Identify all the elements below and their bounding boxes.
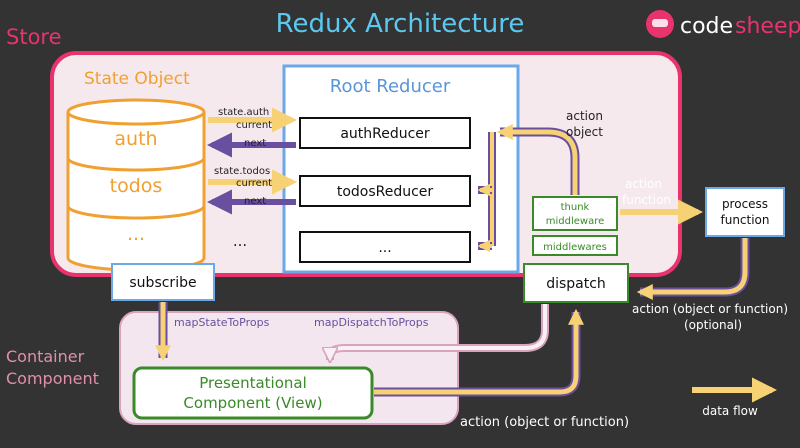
state-auth-label: state.auth xyxy=(218,107,269,118)
middlewares-box xyxy=(532,235,618,256)
next-auth-label: next xyxy=(244,138,266,149)
db-segment-more: ... xyxy=(127,223,145,245)
action-object-label-2: object xyxy=(566,125,603,139)
db-segment-todos: todos xyxy=(110,175,163,197)
next-todos-label: next xyxy=(244,196,266,207)
more-reducers-label: ... xyxy=(378,240,391,256)
brand-logo: code sheep xyxy=(646,10,800,39)
auth-reducer-box xyxy=(299,117,471,149)
subscribe-box xyxy=(111,263,215,301)
db-segment-auth: auth xyxy=(114,128,157,150)
action-object-label-1: action xyxy=(566,109,603,123)
current-auth-label: current xyxy=(236,120,272,131)
thunk-middleware-box xyxy=(532,196,618,231)
dispatch-box xyxy=(523,263,629,303)
state-object-label: State Object xyxy=(84,69,190,89)
process-label-1: process xyxy=(722,197,768,211)
view-label-1: Presentational xyxy=(199,374,307,392)
legend-label: data flow xyxy=(702,404,758,418)
thunk-label-1: thunk xyxy=(561,202,590,213)
brand-name-sheep: sheep xyxy=(735,14,800,39)
store-label: Store xyxy=(6,25,62,49)
action-optional-label-1: action (object or function) xyxy=(632,302,788,316)
map-dispatch-label: mapDispatchToProps xyxy=(314,316,429,329)
auth-reducer-label: authReducer xyxy=(340,126,430,142)
dispatch-label: dispatch xyxy=(546,276,606,292)
action-object-arrow xyxy=(477,123,580,253)
presentational-component-box xyxy=(132,366,374,420)
view-label-2: Component (View) xyxy=(183,394,322,412)
state-todos-label: state.todos xyxy=(214,166,270,177)
more-state-ellipsis: ... xyxy=(233,232,247,250)
action-function-label-1: action xyxy=(625,177,662,191)
process-label-2: function xyxy=(720,213,769,227)
thunk-label-2: middleware xyxy=(546,216,605,227)
current-todos-label: current xyxy=(236,178,272,189)
more-reducers-box xyxy=(299,231,471,263)
todos-reducer-box xyxy=(299,175,471,207)
container-label-2: Component xyxy=(6,369,99,388)
action-function-label-2: function xyxy=(622,193,671,207)
action-optional-arrow xyxy=(636,238,750,301)
brand-name-code: code xyxy=(680,14,733,39)
action-optional-label-2: (optional) xyxy=(684,318,742,332)
map-state-label: mapStateToProps xyxy=(174,316,270,329)
root-reducer-label: Root Reducer xyxy=(330,76,451,97)
state-database: auth todos ... xyxy=(66,98,206,272)
action-bottom-label: action (object or function) xyxy=(460,415,629,430)
diagram-title: Redux Architecture xyxy=(276,9,525,39)
subscribe-label: subscribe xyxy=(129,275,196,291)
process-function-box xyxy=(705,187,785,237)
container-label-1: Container xyxy=(6,347,85,366)
todos-reducer-label: todosReducer xyxy=(337,184,434,200)
middlewares-label: middlewares xyxy=(543,242,607,253)
view-dispatch-arrow xyxy=(374,308,585,397)
